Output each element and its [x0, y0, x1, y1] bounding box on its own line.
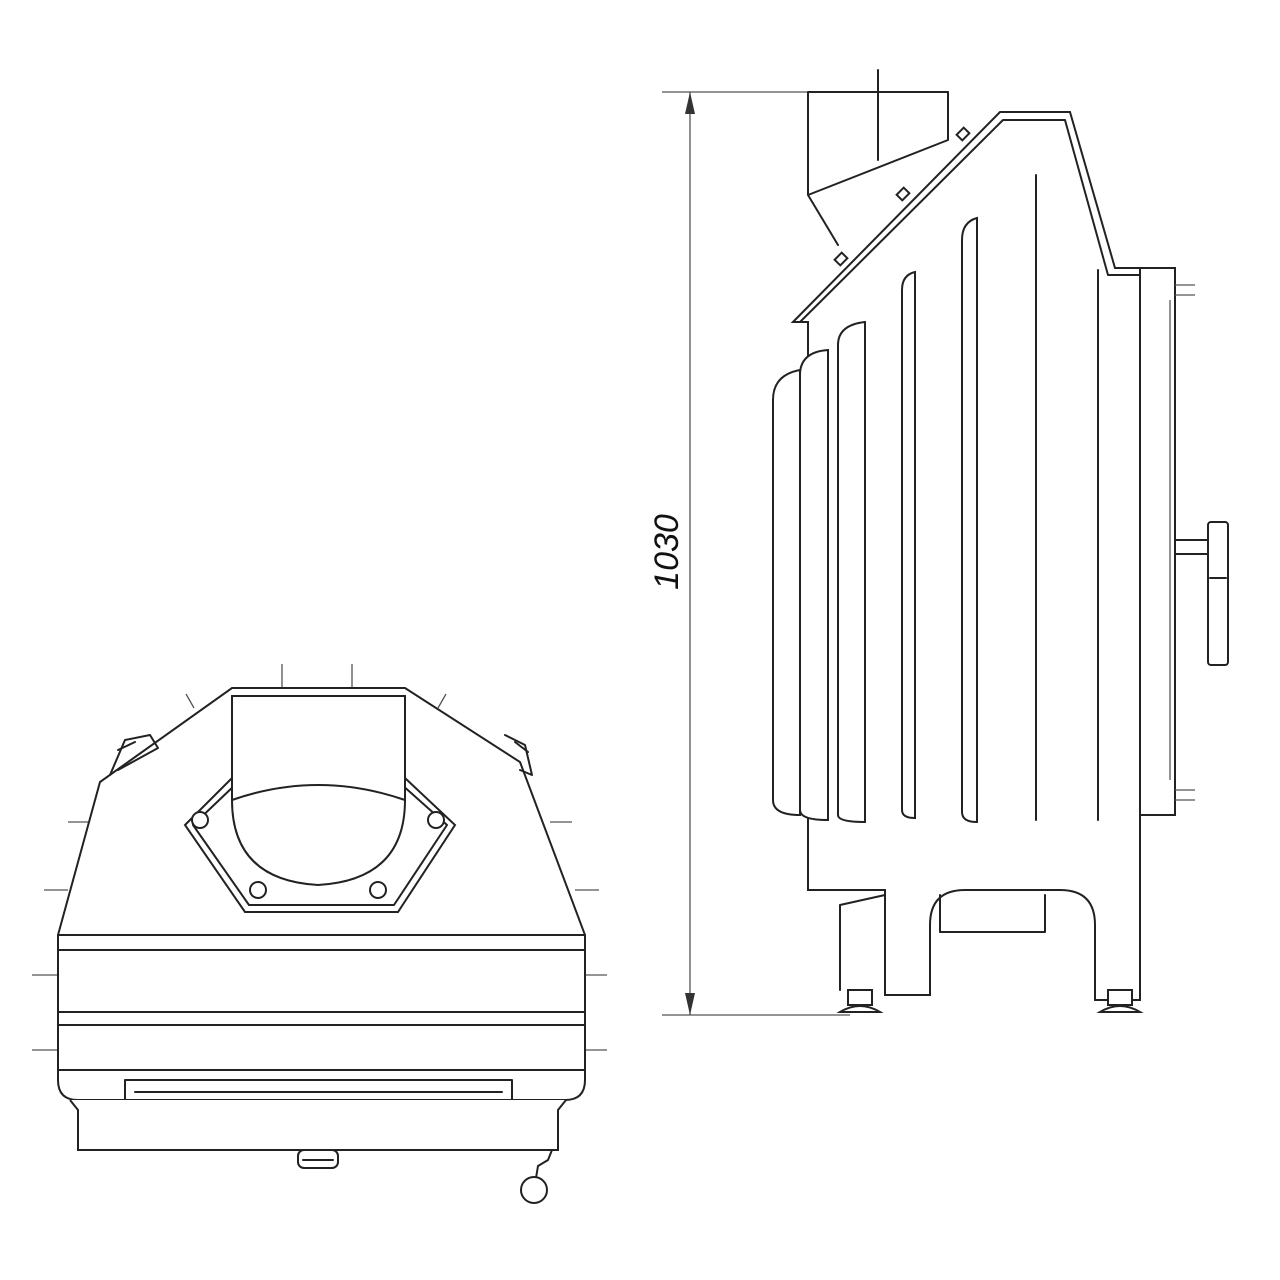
height-dimension: 1030 — [648, 91, 880, 1016]
damper-knob — [297, 1149, 339, 1169]
door-frame — [69, 1099, 567, 1151]
dimension-label: 1030 — [648, 514, 686, 590]
door-handle-side — [1174, 521, 1229, 666]
front-slot — [124, 1079, 513, 1101]
flange-bolts — [191, 811, 445, 899]
heat-fins — [772, 174, 1099, 824]
body-bands — [57, 934, 586, 1071]
flue-pipe — [231, 695, 406, 887]
top-plate — [799, 119, 1141, 323]
door-handle — [520, 1149, 553, 1204]
side-handles — [109, 734, 533, 776]
leveling-feet — [836, 989, 1144, 1013]
leg-details — [839, 894, 1046, 991]
top-pins — [32, 664, 607, 1051]
top-bolts — [833, 126, 971, 267]
front-door — [1139, 267, 1195, 816]
side-view: 1030 — [648, 69, 1229, 1016]
top-view — [32, 664, 607, 1204]
flue-collar — [807, 69, 949, 246]
